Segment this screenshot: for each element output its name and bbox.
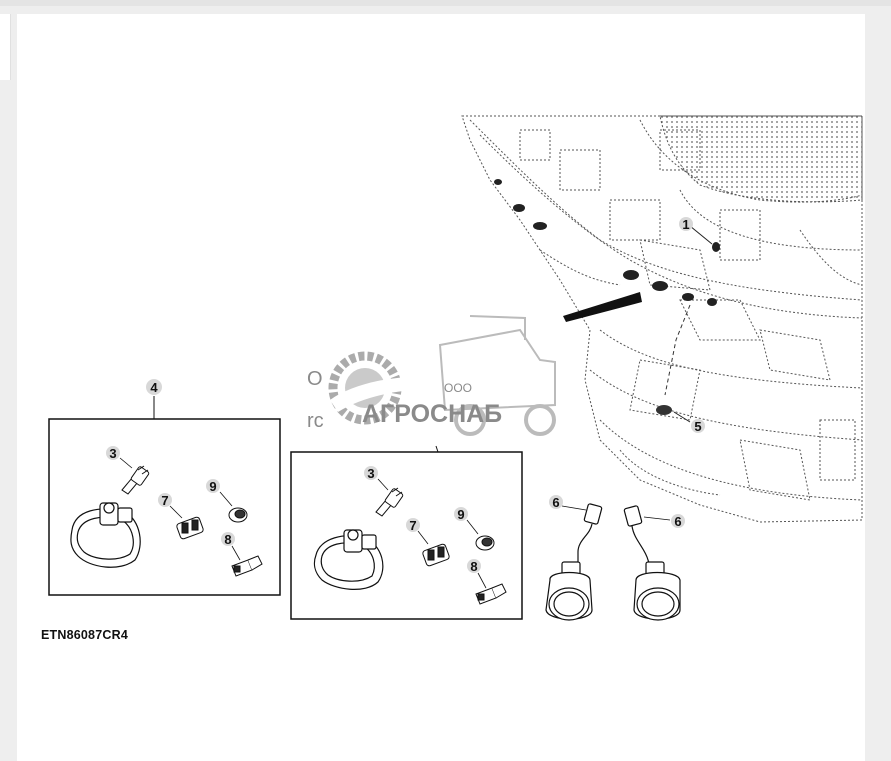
work-light-left <box>545 503 603 621</box>
callout-4: 4 <box>150 380 158 395</box>
callout-8-middle: 8 <box>470 559 477 574</box>
callout-3-left: 3 <box>109 446 116 461</box>
grille-mesh <box>659 115 863 203</box>
machine-light-openings <box>494 179 720 306</box>
kit-box-middle: 3 7 9 8 <box>290 445 523 620</box>
grommet-middle <box>475 535 495 551</box>
location-arrow <box>563 292 642 322</box>
callout-9-left: 9 <box>209 479 216 494</box>
figure-code: ETN86087CR4 <box>41 628 128 642</box>
kit-box-left: 4 3 7 9 <box>48 379 281 596</box>
terminal-left <box>231 555 263 577</box>
lamp-housing-middle <box>313 529 384 590</box>
bulb-left <box>121 465 150 495</box>
grommet-left <box>228 507 248 523</box>
callout-3-middle: 3 <box>367 466 374 481</box>
part-5-grommet <box>656 405 672 415</box>
leader-1 <box>689 225 713 245</box>
side-panel-edge <box>0 14 11 80</box>
leader-5 <box>673 411 691 423</box>
callout-6-left: 6 <box>552 495 559 510</box>
callout-9-middle: 9 <box>457 507 464 522</box>
callout-7-left: 7 <box>161 493 168 508</box>
connector-left <box>176 516 204 540</box>
cut-off-text-2: rc <box>307 410 324 432</box>
top-bar <box>0 0 891 6</box>
bulb-middle <box>375 487 404 517</box>
callout-6-right: 6 <box>674 514 681 529</box>
machine-front-drawing <box>461 115 863 523</box>
cut-off-text-1: O <box>307 368 323 390</box>
connector-middle <box>422 543 450 567</box>
callout-5: 5 <box>694 419 701 434</box>
watermark-logo <box>328 315 556 436</box>
work-light-right <box>623 505 681 621</box>
callout-8-left: 8 <box>224 532 231 547</box>
assembly-line-5 <box>664 304 691 396</box>
callout-7-middle: 7 <box>409 518 416 533</box>
watermark-brand-text: АГРОСНАБ <box>362 400 502 428</box>
callout-1: 1 <box>682 217 689 232</box>
terminal-middle <box>475 583 507 605</box>
watermark-small-text: ООО <box>444 381 472 395</box>
lamp-housing-left <box>70 502 141 568</box>
